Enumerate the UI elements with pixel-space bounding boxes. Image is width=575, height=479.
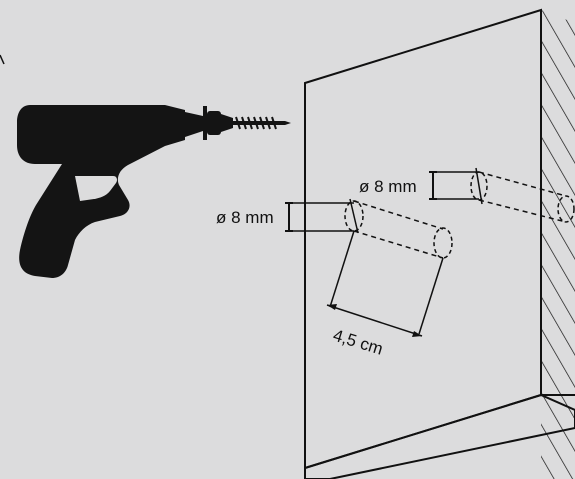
- screw-bit-icon: [233, 116, 291, 130]
- hole-left-end: [433, 227, 453, 259]
- hole-right-end: [557, 195, 575, 223]
- power-drill-icon: [17, 105, 233, 278]
- wall: [304, 8, 575, 479]
- hole-left: [344, 198, 453, 259]
- wall-floor-ledge: [304, 393, 575, 479]
- spacing-label: 4,5 cm: [331, 326, 385, 359]
- wall-side-hatch: [541, 10, 575, 479]
- dimension-diameter-right: ø 8 mm: [359, 171, 479, 200]
- diameter-label-right: ø 8 mm: [359, 177, 417, 196]
- edge-mark: [0, 54, 5, 65]
- dimension-diameter-left: ø 8 mm: [216, 202, 354, 232]
- diameter-label-left: ø 8 mm: [216, 208, 274, 227]
- dimension-spacing: 4,5 cm: [326, 230, 444, 359]
- wall-front-face: [304, 8, 542, 470]
